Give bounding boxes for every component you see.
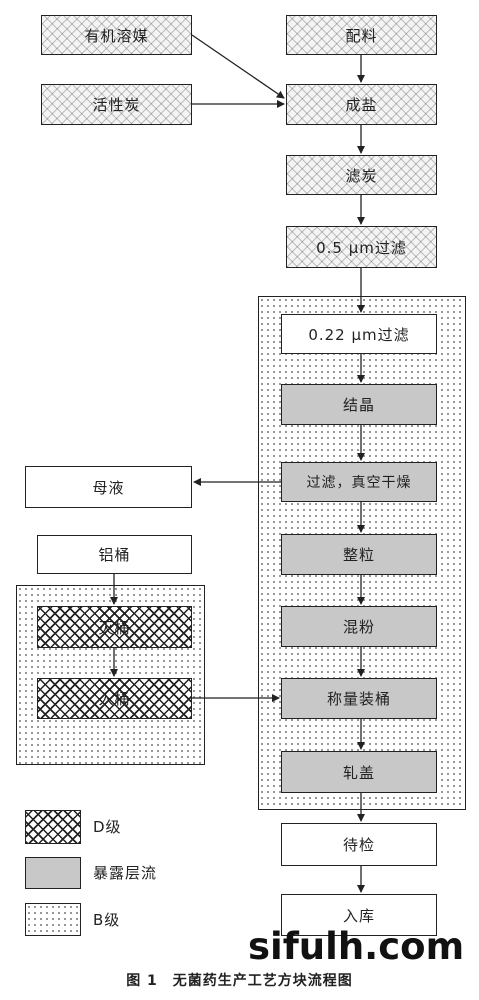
node-batching-label: 配料 bbox=[345, 26, 378, 45]
node-capping-label: 轧盖 bbox=[342, 763, 375, 782]
node-carbon-filtration-label: 滤炭 bbox=[345, 166, 378, 185]
node-crystallization: 结晶 bbox=[281, 384, 437, 425]
node-barrel-entry-label: 入桶 bbox=[98, 690, 131, 708]
node-salt-forming-label: 成盐 bbox=[345, 96, 378, 114]
node-batching: 配料 bbox=[286, 15, 437, 55]
node-warehousing-label: 入库 bbox=[342, 906, 375, 925]
figure-caption: 图 1 无菌药生产工艺方块流程图 bbox=[126, 973, 353, 989]
node-activated-carbon-label: 活性炭 bbox=[92, 96, 141, 114]
node-powder-mixing-label: 混粉 bbox=[342, 618, 375, 636]
legend-label-laminar-flow: 暴露层流 bbox=[93, 864, 158, 882]
watermark: sifulh.com bbox=[248, 925, 465, 968]
node-aluminum-barrel-label: 铝桶 bbox=[98, 546, 131, 564]
node-mother-liquor-label: 母液 bbox=[92, 478, 125, 497]
node-mother-liquor: 母液 bbox=[25, 466, 192, 508]
legend-label-b-grade: B级 bbox=[93, 911, 121, 929]
node-powder-mixing: 混粉 bbox=[281, 606, 437, 647]
node-carbon-filtration: 滤炭 bbox=[286, 155, 437, 195]
node-crystallization-label: 结晶 bbox=[342, 396, 375, 414]
node-pending-inspection: 待检 bbox=[281, 823, 437, 866]
node-filter-vacuum-dry-label: 过滤，真空干燥 bbox=[306, 475, 412, 491]
node-pending-inspection-label: 待检 bbox=[342, 836, 375, 854]
node-filter-vacuum-dry: 过滤，真空干燥 bbox=[281, 462, 437, 502]
node-capping: 轧盖 bbox=[281, 751, 437, 793]
node-filter-0-22-label: 0.22 μm过滤 bbox=[308, 325, 410, 344]
node-filter-0-22: 0.22 μm过滤 bbox=[281, 314, 437, 354]
arrow-solvent-to-salt bbox=[191, 34, 285, 99]
node-barrel-sterilization-label: 灭桶 bbox=[98, 618, 131, 637]
node-granulation: 整粒 bbox=[281, 534, 437, 575]
node-filter-0-5-label: 0.5 μm过滤 bbox=[316, 238, 407, 257]
node-weighing-barreling-label: 称量装桶 bbox=[326, 690, 391, 708]
node-barrel-sterilization: 灭桶 bbox=[37, 606, 192, 648]
legend-swatch-b-grade bbox=[25, 903, 81, 936]
node-filter-0-5: 0.5 μm过滤 bbox=[286, 226, 437, 268]
node-activated-carbon: 活性炭 bbox=[41, 84, 192, 125]
legend-swatch-d-grade bbox=[25, 810, 81, 844]
node-barrel-entry: 入桶 bbox=[37, 678, 192, 719]
node-aluminum-barrel: 铝桶 bbox=[37, 535, 192, 574]
legend-label-d-grade: D级 bbox=[93, 818, 122, 836]
node-warehousing: 入库 bbox=[281, 894, 437, 936]
node-organic-solvent-label: 有机溶媒 bbox=[84, 26, 149, 45]
node-weighing-barreling: 称量装桶 bbox=[281, 678, 437, 719]
node-granulation-label: 整粒 bbox=[342, 546, 375, 564]
node-organic-solvent: 有机溶媒 bbox=[41, 15, 192, 55]
node-salt-forming: 成盐 bbox=[286, 84, 437, 125]
legend-swatch-laminar-flow bbox=[25, 857, 81, 889]
